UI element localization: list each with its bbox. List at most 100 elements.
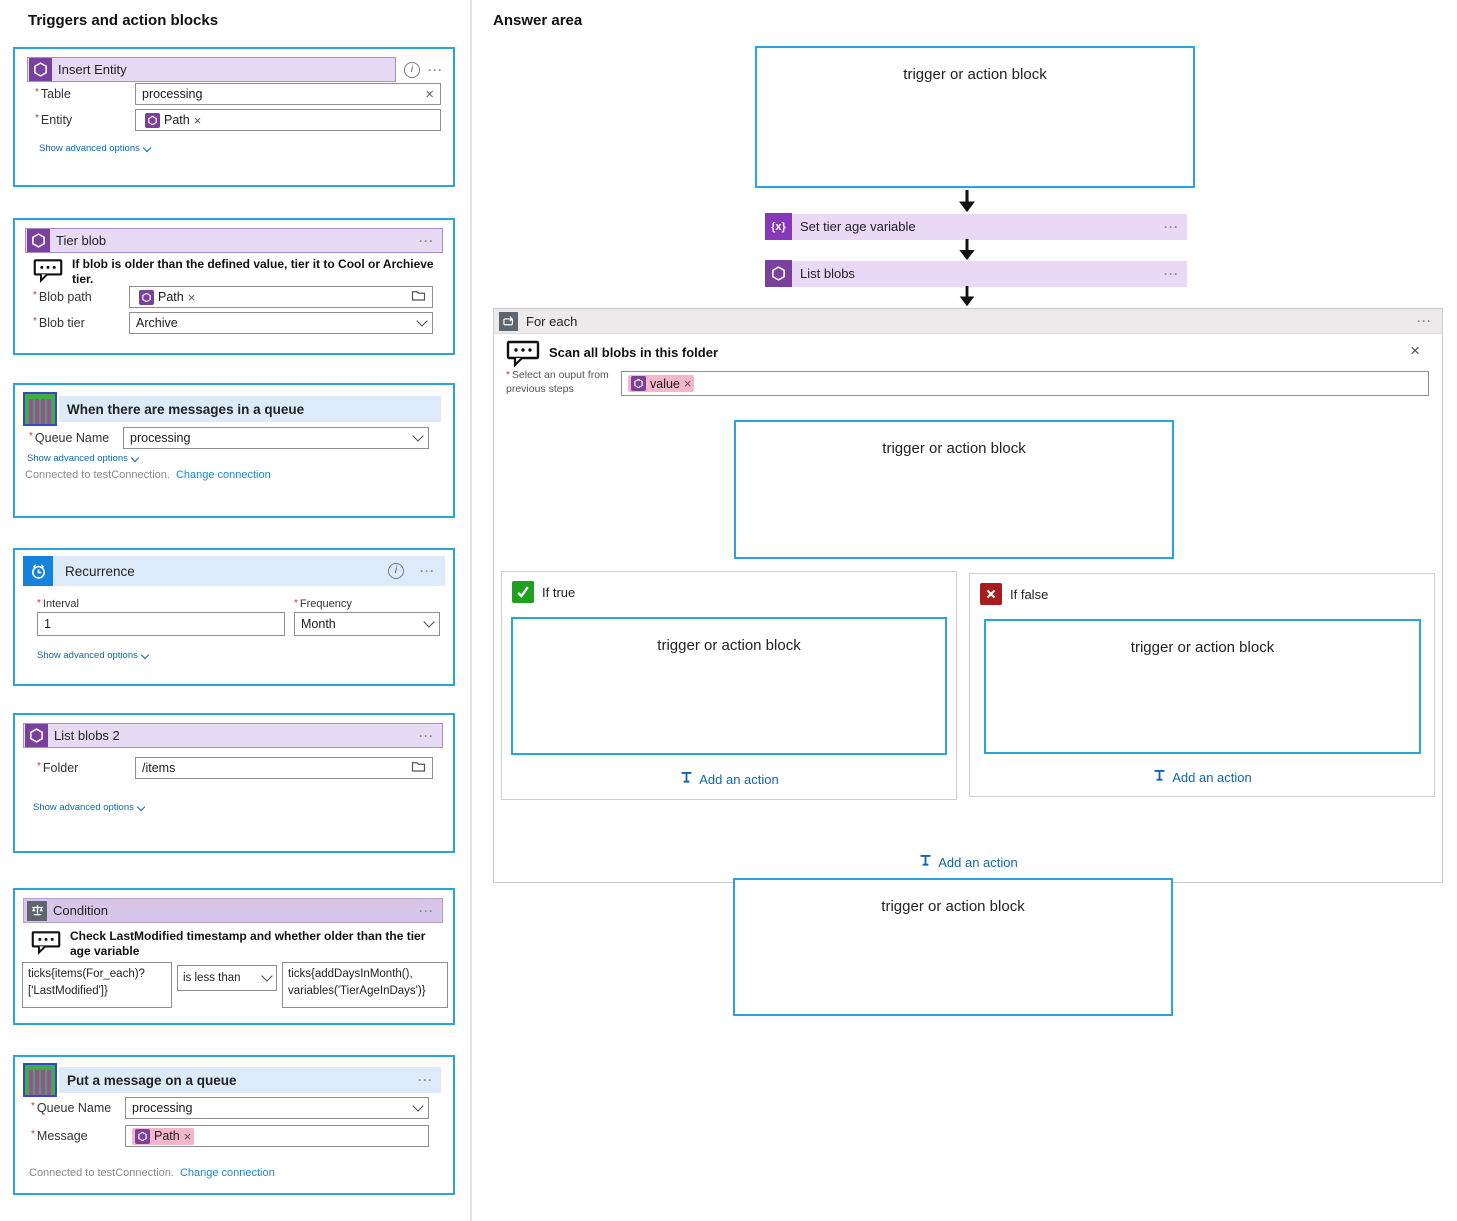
queue-name-label: *Queue Name: [29, 431, 110, 445]
folder-picker-icon[interactable]: [411, 760, 426, 776]
check-icon: [512, 581, 534, 603]
add-action-button[interactable]: Add an action: [970, 768, 1434, 786]
select-output-input[interactable]: value ×: [621, 371, 1429, 396]
blob-path-input[interactable]: Path ×: [129, 286, 433, 308]
path-token[interactable]: Path ×: [132, 1127, 195, 1145]
change-connection-link[interactable]: Change connection: [175, 469, 271, 481]
ellipsis-menu-icon[interactable]: ···: [419, 903, 434, 918]
blob-storage-icon: [25, 724, 48, 747]
chevron-down-icon: [412, 430, 424, 442]
dropzone-if-false[interactable]: trigger or action block: [984, 619, 1421, 754]
close-icon[interactable]: ×: [1410, 341, 1420, 360]
blob-tier-value: Archive: [136, 316, 178, 330]
folder-input[interactable]: /items: [135, 757, 433, 779]
add-action-icon: [679, 770, 694, 788]
expression-line: ticks{items(For_each)?: [28, 968, 145, 980]
condition-header[interactable]: Condition ···: [23, 898, 443, 923]
dropzone-bottom[interactable]: trigger or action block: [733, 878, 1173, 1016]
insert-entity-block[interactable]: Insert Entity i ··· *Table processing × …: [13, 47, 455, 187]
token-label: Path: [158, 290, 184, 304]
answer-area-title: Answer area: [493, 12, 583, 29]
add-action-button[interactable]: Add an action: [502, 770, 956, 788]
action-bar[interactable]: Set tier age variable ···: [792, 213, 1187, 240]
ellipsis-menu-icon[interactable]: ···: [420, 564, 435, 578]
table-input[interactable]: processing ×: [135, 83, 441, 105]
queue-name-value: processing: [132, 1101, 193, 1115]
list-blobs-2-header[interactable]: List blobs 2 ···: [23, 723, 443, 748]
remove-token-icon[interactable]: ×: [683, 376, 692, 391]
expression-line: variables('TierAgeInDays')}: [288, 984, 426, 997]
condition-block[interactable]: Condition ··· Check LastModified timesta…: [13, 888, 455, 1025]
tier-blob-header[interactable]: Tier blob ···: [25, 228, 443, 253]
folder-picker-icon[interactable]: [411, 289, 426, 305]
condition-left-expression[interactable]: ticks{items(For_each)? ['LastModified']}: [22, 962, 172, 1008]
token-label: Path: [164, 113, 190, 127]
queue-storage-icon: [23, 1063, 57, 1097]
queue-trigger-header[interactable]: When there are messages in a queue: [59, 396, 441, 422]
block-title: Recurrence: [65, 563, 135, 579]
recurrence-block[interactable]: Recurrence i ··· *Interval *Frequency 1 …: [13, 548, 455, 686]
ellipsis-menu-icon[interactable]: ···: [419, 233, 434, 248]
tier-blob-block[interactable]: Tier blob ··· If blob is older than the …: [13, 218, 455, 355]
ellipsis-menu-icon[interactable]: ···: [1164, 219, 1179, 234]
block-title: Put a message on a queue: [67, 1072, 237, 1088]
path-token[interactable]: Path ×: [142, 112, 204, 129]
table-value: processing: [142, 87, 203, 101]
blob-tier-select[interactable]: Archive: [129, 312, 433, 334]
dropzone-foreach[interactable]: trigger or action block: [734, 420, 1174, 559]
put-message-block[interactable]: Put a message on a queue ··· *Queue Name…: [13, 1055, 455, 1195]
if-false-branch[interactable]: If false trigger or action block Add an …: [969, 573, 1435, 797]
folder-value: /items: [142, 761, 176, 775]
add-action-button[interactable]: Add an action: [494, 853, 1442, 871]
show-advanced-options-link[interactable]: Show advanced options: [37, 650, 150, 661]
dropzone-top[interactable]: trigger or action block: [755, 46, 1195, 188]
ellipsis-menu-icon[interactable]: ···: [419, 728, 434, 743]
comment-bubble-icon: [31, 929, 61, 960]
remove-token-icon[interactable]: ×: [193, 112, 202, 128]
remove-token-icon[interactable]: ×: [183, 1128, 192, 1144]
add-action-icon: [918, 853, 933, 871]
queue-name-label: *Queue Name: [31, 1101, 112, 1115]
ellipsis-menu-icon[interactable]: ···: [418, 1073, 433, 1087]
block-title: List blobs 2: [54, 728, 120, 743]
show-advanced-options-link[interactable]: Show advanced options: [39, 143, 152, 154]
path-token[interactable]: Path ×: [136, 289, 198, 306]
condition-right-expression[interactable]: ticks{addDaysInMonth(), variables('TierA…: [282, 962, 448, 1008]
show-advanced-options-link[interactable]: Show advanced options: [27, 453, 140, 464]
queue-name-select[interactable]: processing: [123, 427, 429, 449]
info-icon[interactable]: i: [388, 563, 404, 579]
value-token[interactable]: value ×: [628, 375, 695, 392]
queue-trigger-block[interactable]: When there are messages in a queue *Queu…: [13, 383, 455, 518]
for-each-header[interactable]: For each ···: [494, 309, 1442, 334]
for-each-container[interactable]: For each ··· Scan all blobs in this fold…: [493, 308, 1443, 883]
queue-name-select[interactable]: processing: [125, 1097, 429, 1119]
change-connection-link[interactable]: Change connection: [179, 1167, 275, 1179]
blob-storage-icon: [27, 229, 50, 252]
show-advanced-options-link[interactable]: Show advanced options: [33, 802, 146, 813]
set-tier-age-variable-action[interactable]: {x} Set tier age variable ···: [765, 213, 1187, 240]
block-title: When there are messages in a queue: [67, 401, 305, 417]
action-bar[interactable]: List blobs ···: [792, 260, 1187, 287]
ellipsis-menu-icon[interactable]: ···: [1417, 314, 1432, 328]
ellipsis-menu-icon[interactable]: ···: [428, 62, 443, 77]
clear-icon[interactable]: ×: [425, 85, 434, 103]
list-blobs-2-block[interactable]: List blobs 2 ··· *Folder /items Show adv…: [13, 713, 455, 853]
ellipsis-menu-icon[interactable]: ···: [1164, 266, 1179, 281]
message-input[interactable]: Path ×: [125, 1125, 429, 1147]
dropzone-if-true[interactable]: trigger or action block: [511, 617, 947, 755]
info-icon[interactable]: i: [404, 61, 420, 78]
block-title: Tier blob: [56, 233, 107, 248]
queue-name-value: processing: [130, 431, 191, 445]
remove-token-icon[interactable]: ×: [187, 289, 196, 305]
insert-entity-header[interactable]: Insert Entity: [27, 57, 396, 82]
entity-input[interactable]: Path ×: [135, 109, 441, 131]
recurrence-header[interactable]: Recurrence i ···: [23, 556, 445, 586]
list-blobs-action[interactable]: List blobs ···: [765, 260, 1187, 287]
select-output-label: *Select an ouput from previous steps: [506, 369, 609, 395]
if-true-branch[interactable]: If true trigger or action block Add an a…: [501, 571, 957, 800]
interval-input[interactable]: 1: [37, 612, 285, 636]
condition-operator-select[interactable]: is less than: [177, 965, 277, 991]
put-message-header[interactable]: Put a message on a queue ···: [59, 1067, 441, 1093]
frequency-select[interactable]: Month: [294, 612, 440, 636]
